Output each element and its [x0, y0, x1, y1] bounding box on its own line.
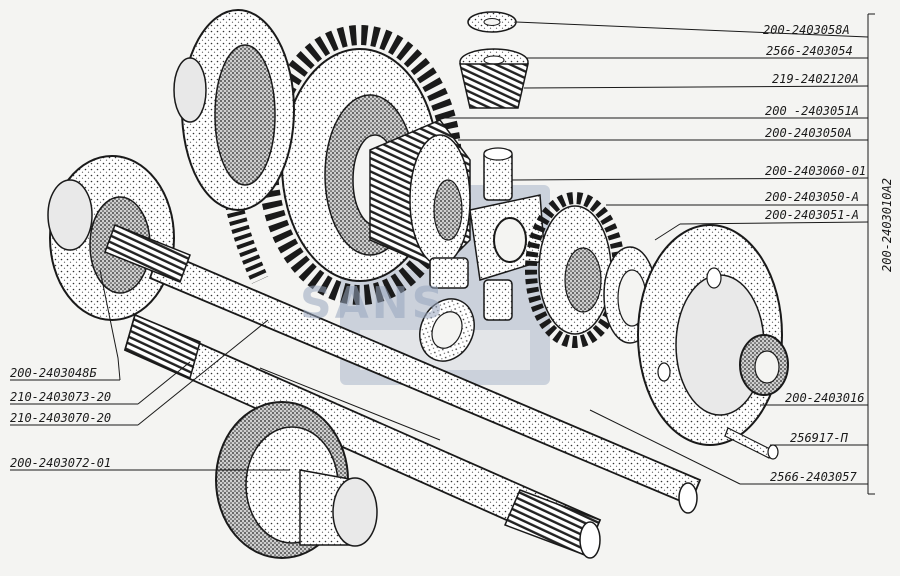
long-axle-shaft [104, 224, 702, 514]
case-half-rear [173, 9, 295, 211]
thrust-washer-top [467, 11, 517, 33]
callout-label: 256917-П [790, 431, 848, 445]
callout-label: 200-2403050А [765, 126, 852, 140]
callout-label: 200-2403048Б [10, 366, 97, 380]
locking-pin [724, 427, 779, 460]
callout-label: 2566-2403054 [766, 44, 853, 58]
callout-label: 210-2403073-20 [10, 390, 112, 404]
callout-label: 200-2403058А [763, 23, 850, 37]
case-half-right [637, 224, 789, 446]
watermark: SANS [300, 278, 447, 329]
assembly-number: 200-2403010А2 [880, 178, 894, 272]
leader-lines [442, 13, 875, 495]
callout-label: 200-2403051-А [765, 208, 859, 222]
callout-label: 219-2402120А [772, 72, 859, 86]
leader-lines-left [10, 269, 290, 471]
side-bevel-gear-left [369, 119, 471, 271]
callout-label: 200-2403050-А [765, 190, 859, 204]
spider-cross [429, 147, 546, 321]
short-axle-shaft [123, 313, 602, 559]
satellite-gear [459, 48, 529, 109]
callout-label: 200-2403072-01 [10, 456, 112, 470]
thrust-washer-bottom [419, 298, 475, 362]
bottom-flange [215, 401, 378, 559]
callout-label: 200 -2403051А [765, 104, 859, 118]
callout-label: 200-2403016 [785, 391, 865, 405]
callout-label: 2566-2403057 [770, 470, 857, 484]
callout-label: 210-2403070-20 [10, 411, 112, 425]
callout-label: 200-2403060-01 [765, 164, 867, 178]
